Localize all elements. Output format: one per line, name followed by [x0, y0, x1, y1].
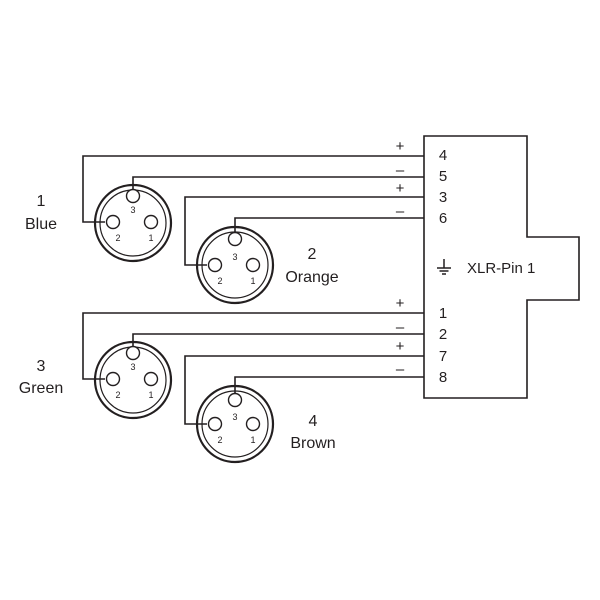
- pin-label-2: 2: [217, 276, 222, 286]
- wire-brown-minus: [234, 376, 424, 394]
- wire-brown-plus: [184, 355, 424, 425]
- block-pin: 8: [439, 369, 447, 386]
- wires: [82, 155, 424, 425]
- connector-number-3: 3: [37, 358, 46, 375]
- connector-color-2: Orange: [285, 269, 338, 286]
- pin-label-2: 2: [115, 233, 120, 243]
- pin-3: [227, 231, 243, 247]
- pin-1: [143, 214, 159, 230]
- terminal-block: [423, 135, 580, 399]
- xlr-connector-4: 3 2 1: [195, 384, 275, 464]
- pin-label-1: 1: [250, 435, 255, 445]
- pin-label-2: 2: [115, 390, 120, 400]
- sign-minus: –: [396, 162, 405, 179]
- ground-icon: [437, 259, 451, 275]
- pin-2: [105, 214, 121, 230]
- wire-orange-minus: [234, 217, 424, 233]
- block-pin: 3: [439, 189, 447, 206]
- pin-label-3: 3: [130, 205, 135, 215]
- block-pin: 6: [439, 210, 447, 227]
- ground-label: XLR-Pin 1: [467, 260, 535, 277]
- pin-label-2: 2: [217, 435, 222, 445]
- block-pin: 5: [439, 168, 447, 185]
- pin-3: [227, 392, 243, 408]
- block-pin: 1: [439, 305, 447, 322]
- xlr-connector-2: 3 2 1: [195, 225, 275, 305]
- sign-minus: –: [396, 319, 405, 336]
- pin-label-1: 1: [250, 276, 255, 286]
- sign-plus: +: [396, 138, 405, 155]
- connector-color-1: Blue: [25, 216, 57, 233]
- sign-minus: –: [396, 361, 405, 378]
- pin-label-3: 3: [232, 412, 237, 422]
- pin-1: [245, 257, 261, 273]
- connector-number-2: 2: [308, 246, 317, 263]
- wire-blue-minus: [132, 176, 424, 190]
- block-pin: 4: [439, 147, 447, 164]
- xlr-connector-3: 3 2 1: [93, 340, 173, 420]
- block-pin-numbers: 4 5 3 6 1 2 7 8: [439, 147, 447, 386]
- sign-plus: +: [396, 338, 405, 355]
- pin-label-1: 1: [148, 390, 153, 400]
- polarity-signs: + – + – + – + –: [396, 138, 405, 378]
- pin-label-3: 3: [130, 362, 135, 372]
- sign-plus: +: [396, 180, 405, 197]
- connector-labels: 1 Blue 2 Orange 3 Green 4 Brown: [19, 193, 339, 452]
- pin-2: [207, 416, 223, 432]
- sign-minus: –: [396, 203, 405, 220]
- wire-orange-plus: [184, 196, 424, 266]
- pin-label-3: 3: [232, 252, 237, 262]
- xlr-connector-1: 3 2 1: [93, 183, 173, 263]
- pin-3: [125, 188, 141, 204]
- block-pin: 7: [439, 348, 447, 365]
- pin-3: [125, 345, 141, 361]
- block-pin: 2: [439, 326, 447, 343]
- pin-label-1: 1: [148, 233, 153, 243]
- pin-2: [207, 257, 223, 273]
- pin-1: [245, 416, 261, 432]
- wire-green-minus: [132, 333, 424, 347]
- connector-number-4: 4: [309, 413, 318, 430]
- sign-plus: +: [396, 295, 405, 312]
- connector-color-3: Green: [19, 380, 63, 397]
- connector-number-1: 1: [37, 193, 46, 210]
- connector-color-4: Brown: [290, 435, 335, 452]
- pin-2: [105, 371, 121, 387]
- pin-1: [143, 371, 159, 387]
